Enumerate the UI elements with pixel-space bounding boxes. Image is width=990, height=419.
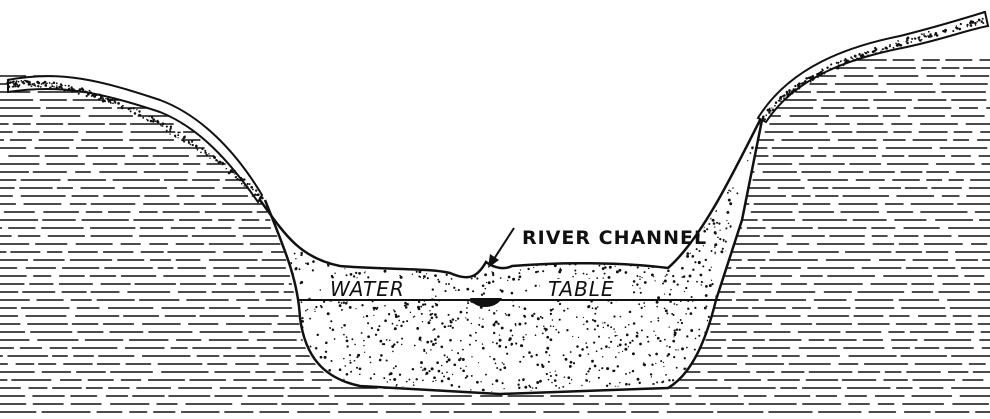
soil-mantle-left	[8, 76, 262, 202]
river-channel-label: RIVER CHANNEL	[522, 227, 707, 249]
valley-surface-line	[8, 12, 985, 277]
table-label: TABLE	[548, 277, 615, 301]
soil-mantle-right	[758, 12, 988, 122]
alluvial-fill	[262, 120, 760, 394]
river-channel-arrow	[488, 228, 514, 268]
water-label: WATER	[330, 277, 405, 301]
